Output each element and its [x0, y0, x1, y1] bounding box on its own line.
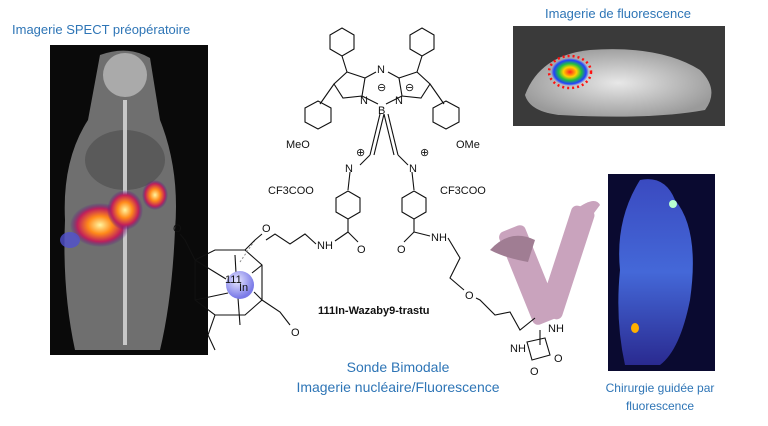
molecule-name: 111In-Wazaby9-trastu	[318, 305, 429, 317]
ammonium-n-left: N	[345, 163, 353, 175]
caption-guided-surgery-2: fluorescence	[626, 399, 694, 413]
carbonyl-o: O	[357, 244, 366, 256]
antibody-icon	[490, 201, 600, 325]
squarate-o: O	[554, 353, 563, 365]
ammonium-n-right: N	[409, 163, 417, 175]
atom-label-n: N	[377, 64, 385, 76]
counterion-right: CF3COO	[440, 185, 486, 197]
antibody-fab-left	[490, 235, 535, 262]
indium-isotope-label: 111	[225, 274, 242, 286]
fluorescence-mouse-image	[513, 26, 725, 126]
atom-label-boron: B	[378, 105, 385, 117]
carboxylate-o: O	[291, 327, 300, 339]
guided-surgery-image	[608, 174, 715, 371]
caption-fluorescence-imaging: Imagerie de fluorescence	[545, 6, 691, 21]
carbonyl-o: O	[397, 244, 406, 256]
antibody-heavy-chain-right	[539, 205, 595, 320]
amide-nh-left: NH	[317, 240, 333, 252]
indium-atom	[226, 271, 254, 299]
ether-o: O	[465, 290, 474, 302]
carboxylate-o: O	[173, 223, 182, 235]
caption-spect: Imagerie SPECT préopératoire	[12, 22, 190, 37]
carboxylate-o: O	[262, 223, 271, 235]
antibody-fab-right	[575, 201, 600, 225]
methoxy-label-right: OMe	[456, 139, 480, 151]
squarate-o: O	[530, 366, 539, 378]
spect-ct-image	[50, 45, 208, 355]
charge-plus: ⊕	[356, 147, 365, 159]
wazaby9-molecule: 111 In N N N B ⊖ ⊖ MeO OMe N N ⊕ ⊕ CF3CO…	[173, 27, 564, 378]
counterion-left: CF3COO	[268, 185, 314, 197]
charge-plus: ⊕	[420, 147, 429, 159]
methoxy-label-left: MeO	[286, 139, 310, 151]
caption-guided-surgery: Chirurgie guidée par	[606, 381, 715, 395]
atom-label-n: N	[395, 95, 403, 107]
caption-bimodal-probe: Sonde Bimodale	[347, 359, 450, 375]
atom-label-n: N	[360, 95, 368, 107]
indium-label: In	[239, 282, 248, 294]
squaramide-nh: NH	[510, 343, 526, 355]
charge-minus: ⊖	[405, 82, 414, 94]
amide-nh-right: NH	[431, 232, 447, 244]
charge-minus: ⊖	[377, 82, 386, 94]
caption-nuclear-fluorescence: Imagerie nucléaire/Fluorescence	[296, 379, 499, 395]
squaramide-nh: NH	[548, 323, 564, 335]
